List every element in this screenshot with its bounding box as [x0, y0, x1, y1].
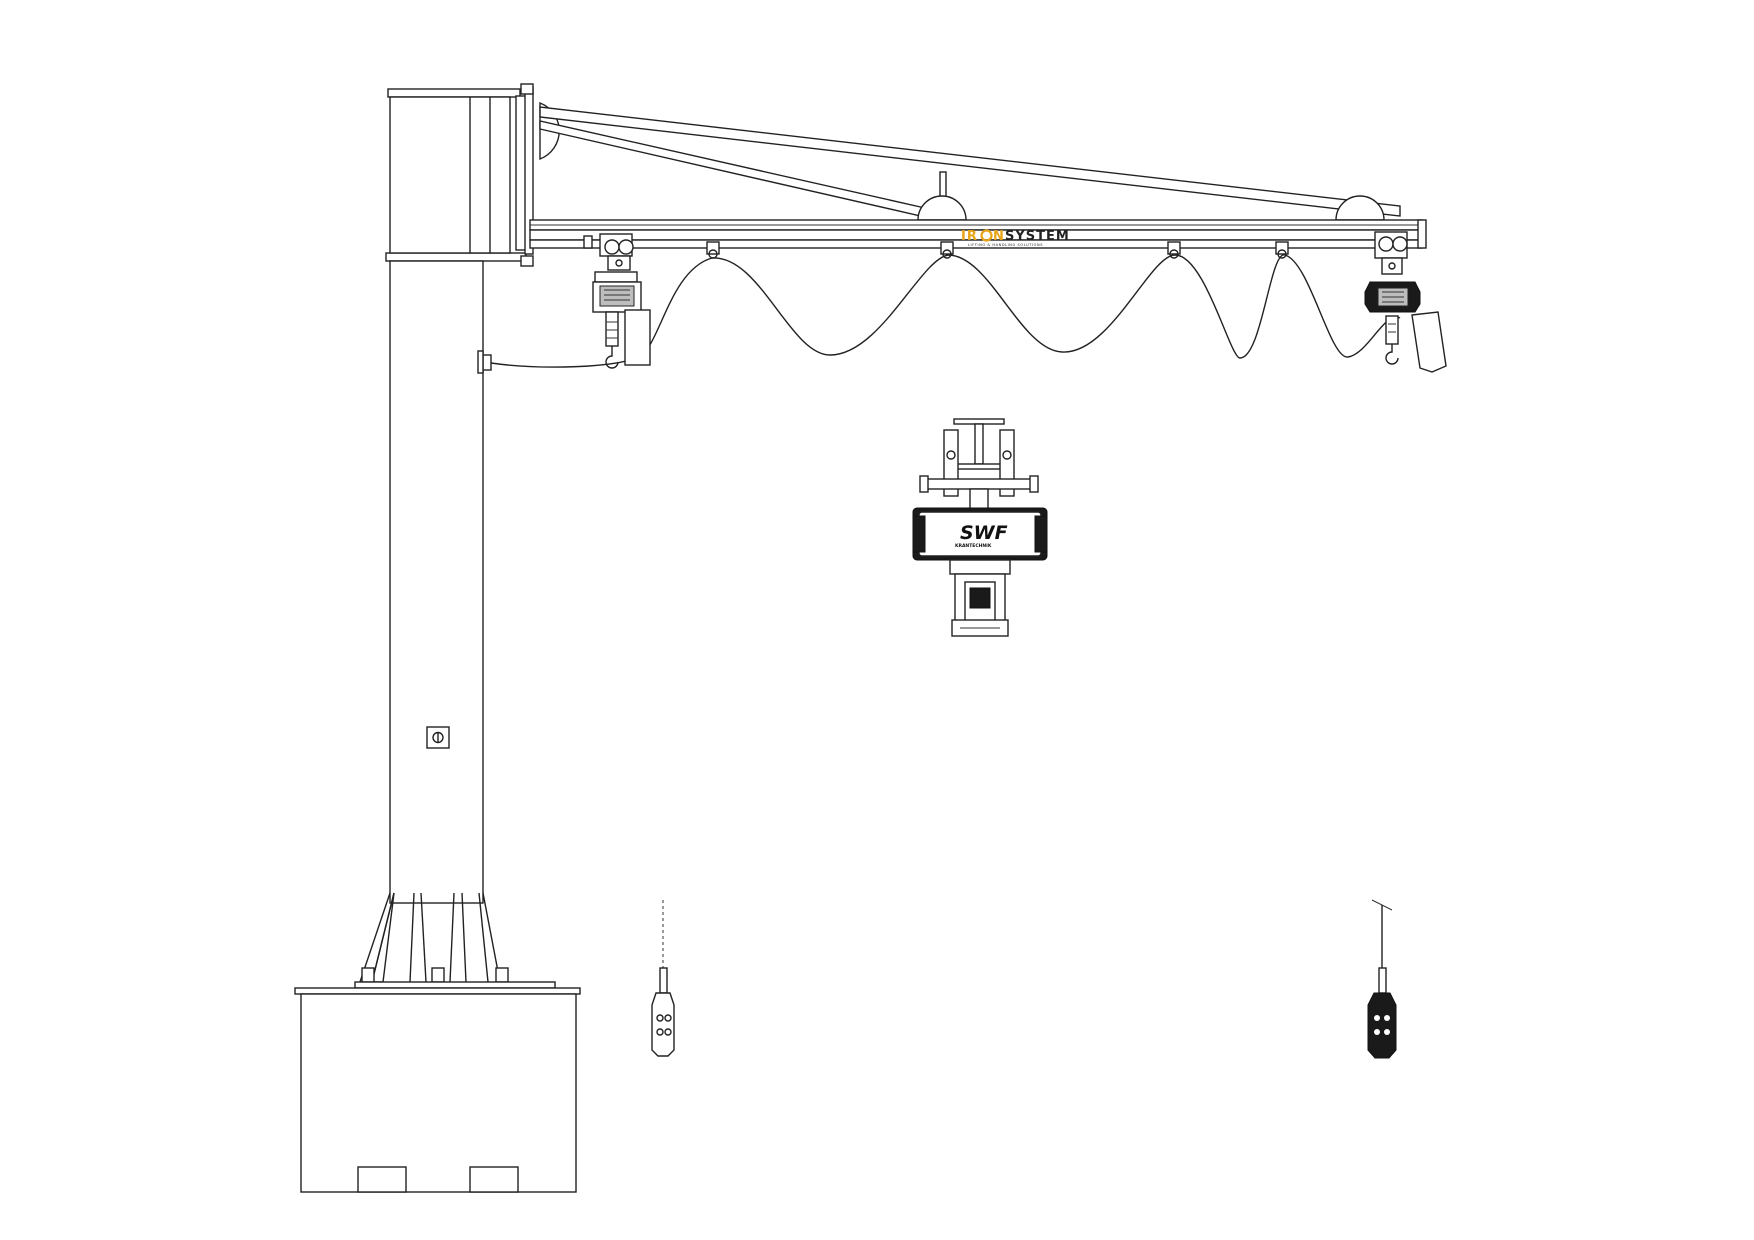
swf-subtitle: KRANTECHNIK [955, 543, 992, 549]
logo-tagline: LIFTING & HANDLING SOLUTIONS [968, 243, 1043, 247]
chain-hoist-left-icon [592, 233, 651, 369]
cable-trolley-1 [706, 241, 720, 259]
swf-hoist-detail-icon: SWF KRANTECHNIK [912, 418, 1048, 637]
pendant-control-left-icon [651, 900, 675, 1057]
ironsystem-logo: IR N SYSTEM LIFTING & HANDLING SOLUTIONS [961, 229, 1070, 247]
cable-trolley-4 [1275, 241, 1289, 259]
cable-festoon [490, 241, 1401, 368]
column [385, 88, 527, 904]
logo-part-2: N [993, 229, 1005, 244]
cable-trolley-2 [940, 241, 954, 259]
swf-logo: SWF [960, 522, 1008, 544]
jib-arm [515, 83, 1427, 267]
chain-hoist-right-icon [1364, 231, 1447, 373]
logo-part-1: IR [961, 229, 978, 244]
pendant-control-right-icon [1367, 899, 1397, 1059]
base [294, 892, 581, 1193]
cable-trolley-3 [1167, 241, 1181, 259]
logo-part-3: SYSTEM [1005, 229, 1070, 244]
